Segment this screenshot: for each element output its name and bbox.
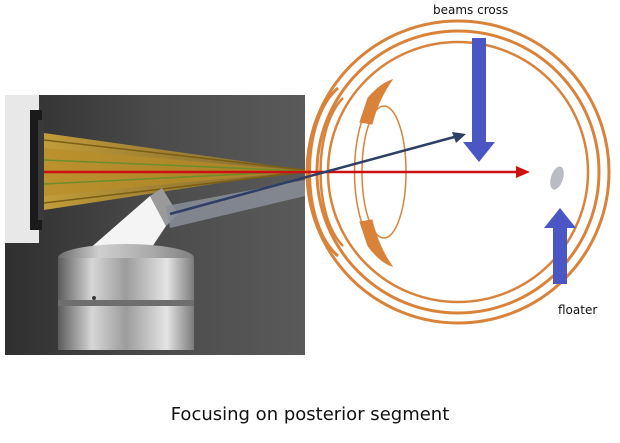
up-arrow-icon bbox=[544, 208, 576, 284]
aiming-beam-line bbox=[169, 134, 459, 216]
mirror-prism bbox=[88, 196, 166, 250]
aiming-beam-arrowhead bbox=[452, 132, 466, 143]
beam-stripe-bottom bbox=[43, 171, 306, 204]
iris-upper bbox=[359, 79, 394, 125]
laser-beam-arrowhead bbox=[516, 166, 530, 178]
down-arrow-icon bbox=[463, 38, 495, 162]
floater-shape bbox=[550, 166, 564, 190]
beam-stripe-top bbox=[43, 139, 306, 171]
laser-lens-panel bbox=[5, 95, 306, 355]
lens-cylinder-band bbox=[58, 300, 194, 306]
beam-green-line bbox=[43, 159, 306, 172]
iris-lower bbox=[359, 219, 394, 267]
aiming-beam-band bbox=[166, 180, 305, 228]
beams-cross-label: beams cross bbox=[433, 3, 509, 17]
figure-caption: Focusing on posterior segment bbox=[170, 404, 450, 425]
lens-screw bbox=[92, 296, 96, 300]
objective-edge bbox=[38, 120, 44, 220]
floater-label: floater bbox=[558, 303, 598, 317]
